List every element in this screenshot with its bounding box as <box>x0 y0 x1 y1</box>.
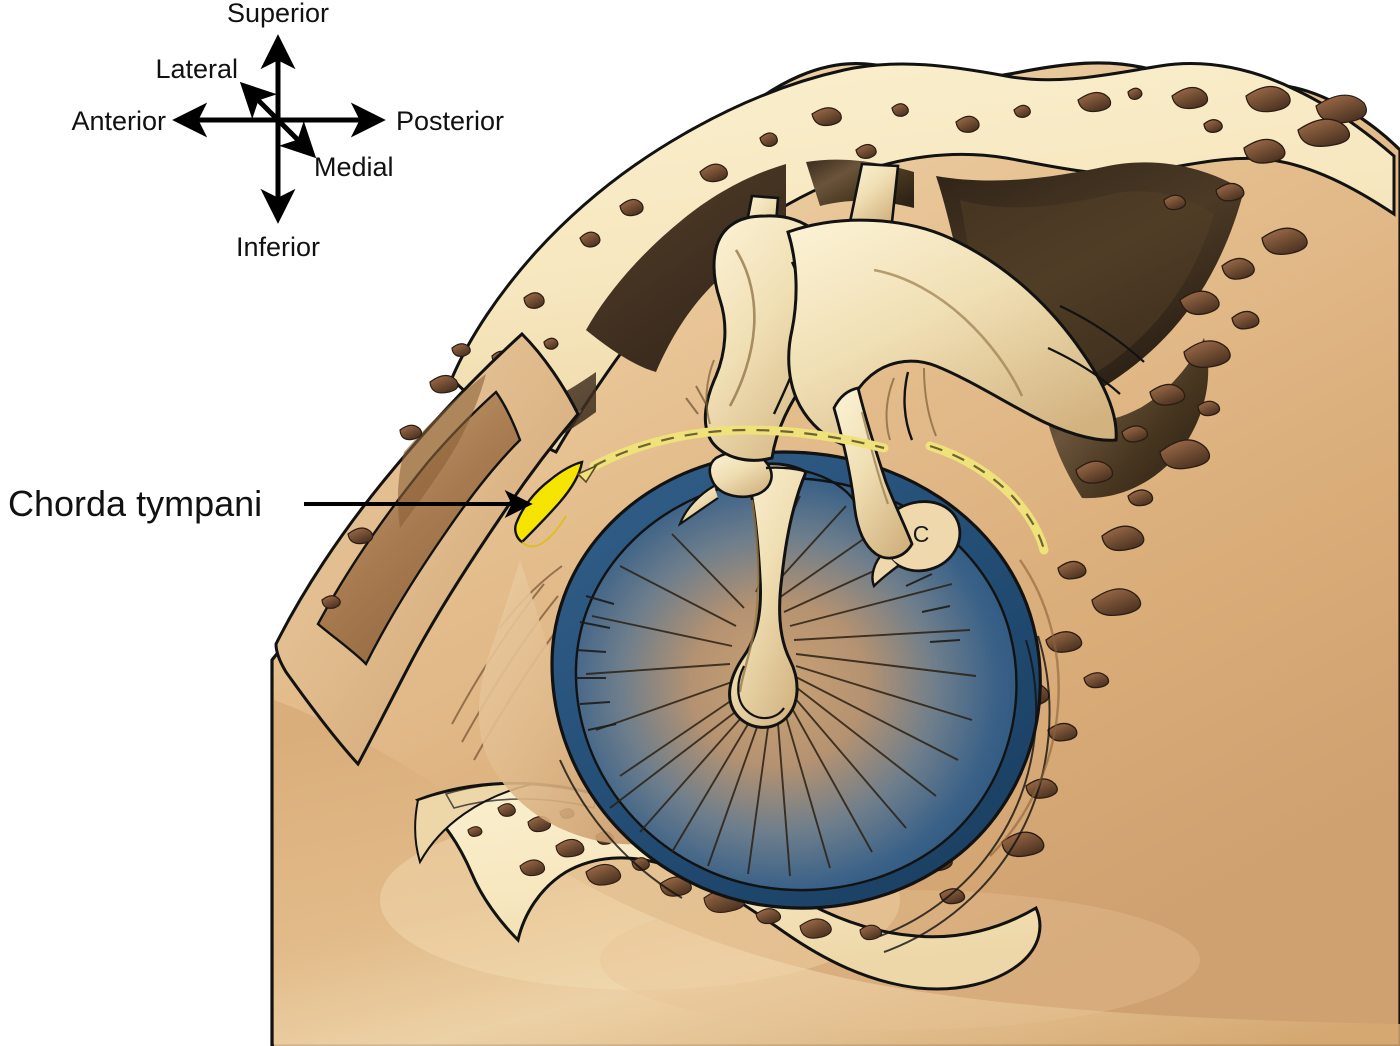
compass-label-inferior: Inferior <box>236 232 320 262</box>
tympanic-membrane-group <box>550 450 1042 910</box>
chorda-tympani-nerve <box>514 460 584 548</box>
callout-chorda-tympani: Chorda tympani <box>8 483 533 524</box>
anterior-canal-wall <box>274 331 580 767</box>
posterior-wall-shade <box>989 559 1060 857</box>
chorda-tympani-course <box>576 425 1049 555</box>
c-marker-label: C <box>913 521 930 547</box>
incus-body <box>786 218 1145 447</box>
compass-label-anterior: Anterior <box>71 106 166 136</box>
mastoid-air-cells <box>877 118 1350 905</box>
incus-long-process <box>832 386 914 560</box>
orientation-compass: Superior Inferior Anterior Posterior Lat… <box>71 0 504 262</box>
canal-edge-lines <box>559 635 1051 953</box>
axis-lateral-medial <box>239 81 317 159</box>
lateral-process <box>677 450 861 527</box>
callout-label-chorda-tympani: Chorda tympani <box>8 483 262 524</box>
compass-label-superior: Superior <box>227 0 329 28</box>
malleus-handle <box>728 462 808 729</box>
compass-label-medial: Medial <box>314 152 394 182</box>
compass-label-posterior: Posterior <box>396 106 504 136</box>
ossicles <box>685 162 1145 560</box>
compass-label-lateral: Lateral <box>155 54 238 84</box>
